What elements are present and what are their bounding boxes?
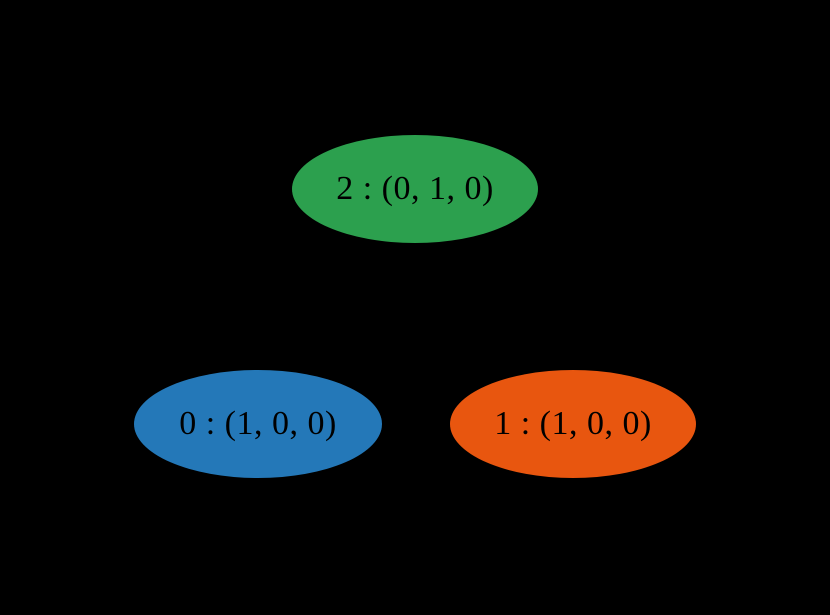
node-1-ellipse[interactable] bbox=[450, 370, 696, 478]
node-1[interactable]: 1 : (1, 0, 0) bbox=[450, 370, 696, 478]
node-2-label: 2 : (0, 1, 0) bbox=[336, 170, 494, 207]
node-1-label: 1 : (1, 0, 0) bbox=[494, 405, 652, 442]
node-0-ellipse[interactable] bbox=[134, 370, 382, 478]
node-0-label: 0 : (1, 0, 0) bbox=[179, 405, 337, 442]
node-2[interactable]: 2 : (0, 1, 0) bbox=[292, 135, 538, 243]
node-0[interactable]: 0 : (1, 0, 0) bbox=[134, 370, 382, 478]
node-2-ellipse[interactable] bbox=[292, 135, 538, 243]
